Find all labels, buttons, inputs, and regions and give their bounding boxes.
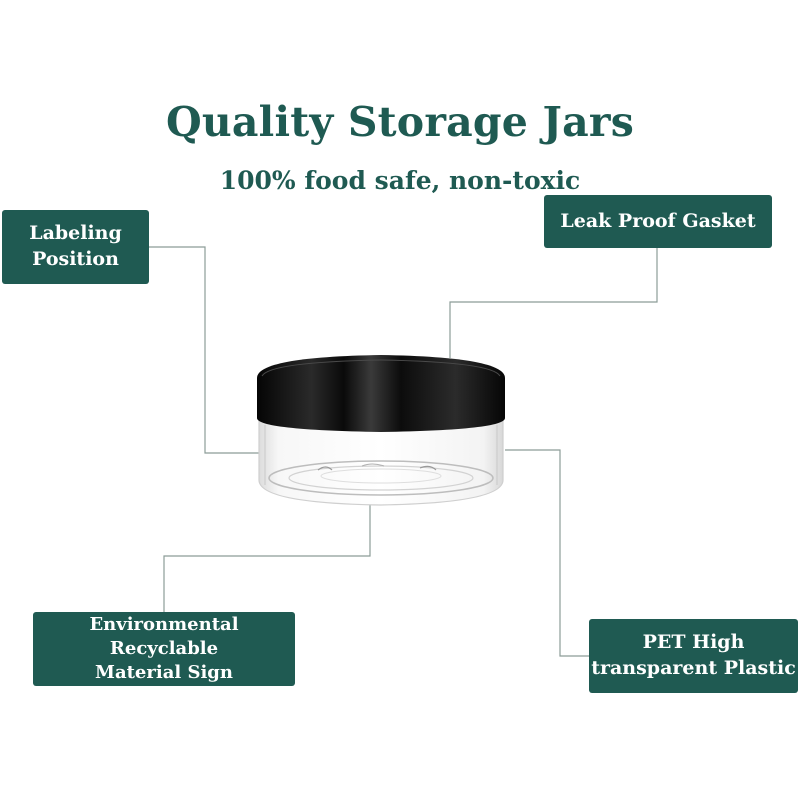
callout-labeling-line2: Position [32,248,119,270]
connector-gasket [449,248,658,358]
callout-pet-plastic: PET High transparent Plastic [589,619,798,693]
callout-recyclable-line1: Environmental Recyclable [89,613,239,659]
callout-labeling-line1: Labeling [29,222,122,245]
connector-lines [149,246,658,657]
callout-labeling-position: Labeling Position [2,210,149,284]
page-title: Quality Storage Jars [165,98,634,146]
callout-recyclable-sign: Environmental Recyclable Material Sign [33,612,295,686]
callout-pet-line1: PET High [642,631,745,654]
page-subtitle: 100% food safe, non-toxic [219,166,581,195]
connector-recyclable [163,500,371,612]
jar-lid [257,355,505,432]
callout-recyclable-line2: Material Sign [95,662,233,684]
callout-pet-line2: transparent Plastic [591,657,796,679]
callout-leak-proof-gasket: Leak Proof Gasket [544,195,772,248]
connector-labeling [149,246,262,454]
connector-pet [505,449,589,657]
callout-gasket-text: Leak Proof Gasket [560,209,756,232]
jar-body [258,411,504,506]
